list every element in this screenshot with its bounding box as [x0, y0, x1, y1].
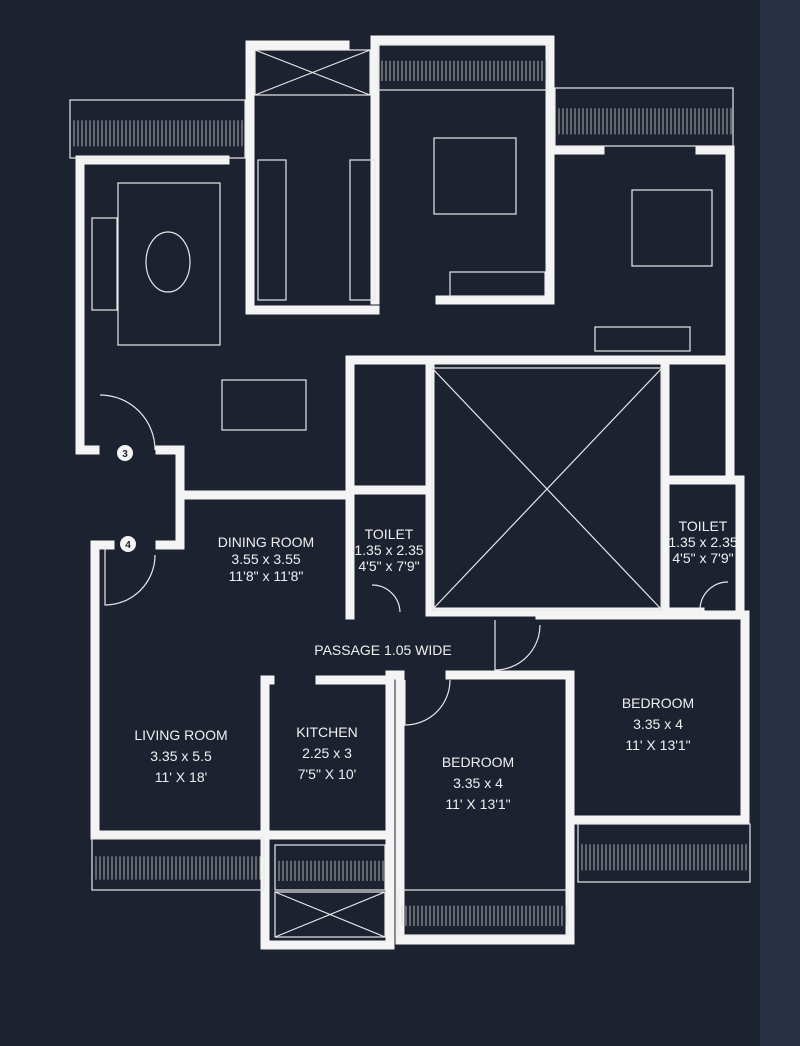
svg-text:3.35 x 4: 3.35 x 4 — [453, 775, 503, 791]
lower-unit-walls — [90, 540, 750, 950]
balconies — [69, 44, 751, 938]
doors — [99, 394, 729, 726]
entrance-markers: 3 4 — [117, 445, 136, 552]
svg-text:4: 4 — [125, 540, 131, 551]
svg-text:3: 3 — [122, 449, 128, 460]
svg-text:4'5" x 7'9": 4'5" x 7'9" — [358, 558, 419, 574]
svg-text:TOILET: TOILET — [365, 526, 414, 542]
svg-text:BEDROOM: BEDROOM — [622, 695, 694, 711]
svg-text:3.35 x 4: 3.35 x 4 — [633, 716, 683, 732]
svg-text:BEDROOM: BEDROOM — [442, 754, 514, 770]
svg-text:3.35 x 5.5: 3.35 x 5.5 — [150, 748, 212, 764]
room-bedroom-right: BEDROOM 3.35 x 4 11' X 13'1" — [622, 695, 694, 753]
room-toilet-right: TOILET 1.35 x 2.35 4'5" x 7'9" — [668, 518, 737, 566]
svg-text:2.25 x 3: 2.25 x 3 — [302, 745, 352, 761]
svg-text:1.35 x 2.35: 1.35 x 2.35 — [354, 542, 423, 558]
room-living: LIVING ROOM 3.35 x 5.5 11' X 18' — [134, 727, 227, 785]
svg-text:1.35 x 2.35: 1.35 x 2.35 — [668, 534, 737, 550]
passage-label: PASSAGE 1.05 WIDE — [314, 642, 451, 658]
svg-text:KITCHEN: KITCHEN — [296, 724, 357, 740]
room-dining: DINING ROOM 3.55 x 3.55 11'8" x 11'8" — [218, 534, 314, 584]
svg-text:11' X 13'1": 11' X 13'1" — [625, 737, 690, 753]
room-toilet-left: TOILET 1.35 x 2.35 4'5" x 7'9" — [354, 526, 423, 574]
upper-unit-walls — [75, 35, 745, 620]
svg-text:4'5" x 7'9": 4'5" x 7'9" — [672, 550, 733, 566]
marker-4 — [120, 536, 136, 552]
room-kitchen: KITCHEN 2.25 x 3 7'5" X 10' — [296, 724, 357, 782]
svg-text:7'5" X 10': 7'5" X 10' — [298, 766, 357, 782]
marker-3 — [117, 445, 133, 461]
svg-text:11' X 13'1": 11' X 13'1" — [445, 796, 510, 812]
paper-edge — [760, 0, 800, 1046]
room-bedroom-center: BEDROOM 3.35 x 4 11' X 13'1" — [442, 754, 514, 812]
svg-text:11'8" x 11'8": 11'8" x 11'8" — [229, 568, 304, 584]
svg-text:DINING ROOM: DINING ROOM — [218, 534, 314, 550]
svg-text:TOILET: TOILET — [679, 518, 728, 534]
svg-text:3.55 x 3.55: 3.55 x 3.55 — [231, 551, 300, 567]
svg-text:11' X 18': 11' X 18' — [155, 769, 208, 785]
svg-text:LIVING ROOM: LIVING ROOM — [134, 727, 227, 743]
upper-furniture — [91, 137, 713, 431]
